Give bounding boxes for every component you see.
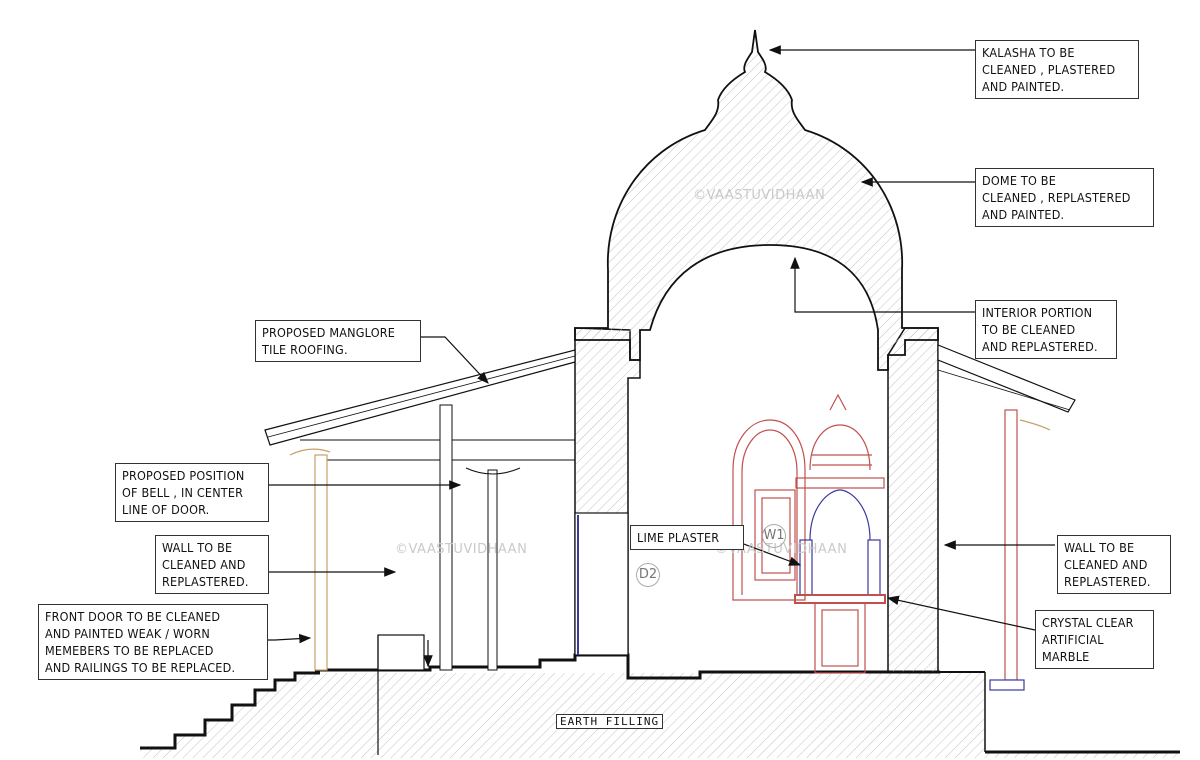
- leaders: [265, 45, 1055, 668]
- watermark-left: ©VAASTUVIDHAAN: [395, 542, 528, 557]
- shrine-walls: [574, 327, 939, 673]
- label-earth-filling: EARTH FILLING: [556, 714, 664, 729]
- door-mark-d2: D2: [636, 563, 660, 587]
- inner-shrine: [732, 393, 886, 674]
- label-dome: DOME TO BE CLEANED , REPLASTERED AND PAI…: [975, 168, 1154, 227]
- label-front-door: FRONT DOOR TO BE CLEANED AND PAINTED WEA…: [38, 604, 268, 680]
- label-lime-plaster: LIME PLASTER: [630, 525, 744, 550]
- label-wall-right: WALL TO BE CLEANED AND REPLASTERED.: [1057, 535, 1171, 594]
- left-verandah: [264, 349, 576, 755]
- label-interior: INTERIOR PORTION TO BE CLEANED AND REPLA…: [975, 300, 1117, 359]
- plinth: [140, 653, 1180, 758]
- watermark-top: ©VAASTUVIDHAAN: [693, 188, 826, 203]
- label-kalasha: KALASHA TO BE CLEANED , PLASTERED AND PA…: [975, 40, 1139, 99]
- label-roofing: PROPOSED MANGLORE TILE ROOFING.: [255, 320, 421, 362]
- watermark-right: ©VAASTUVIDHAAN: [715, 542, 848, 557]
- dome: [574, 29, 939, 371]
- label-marble: CRYSTAL CLEAR ARTIFICIAL MARBLE: [1035, 610, 1154, 669]
- window-mark-w1: W1: [762, 524, 786, 548]
- label-bell: PROPOSED POSITION OF BELL , IN CENTER LI…: [115, 463, 269, 522]
- label-wall-left: WALL TO BE CLEANED AND REPLASTERED.: [155, 535, 269, 594]
